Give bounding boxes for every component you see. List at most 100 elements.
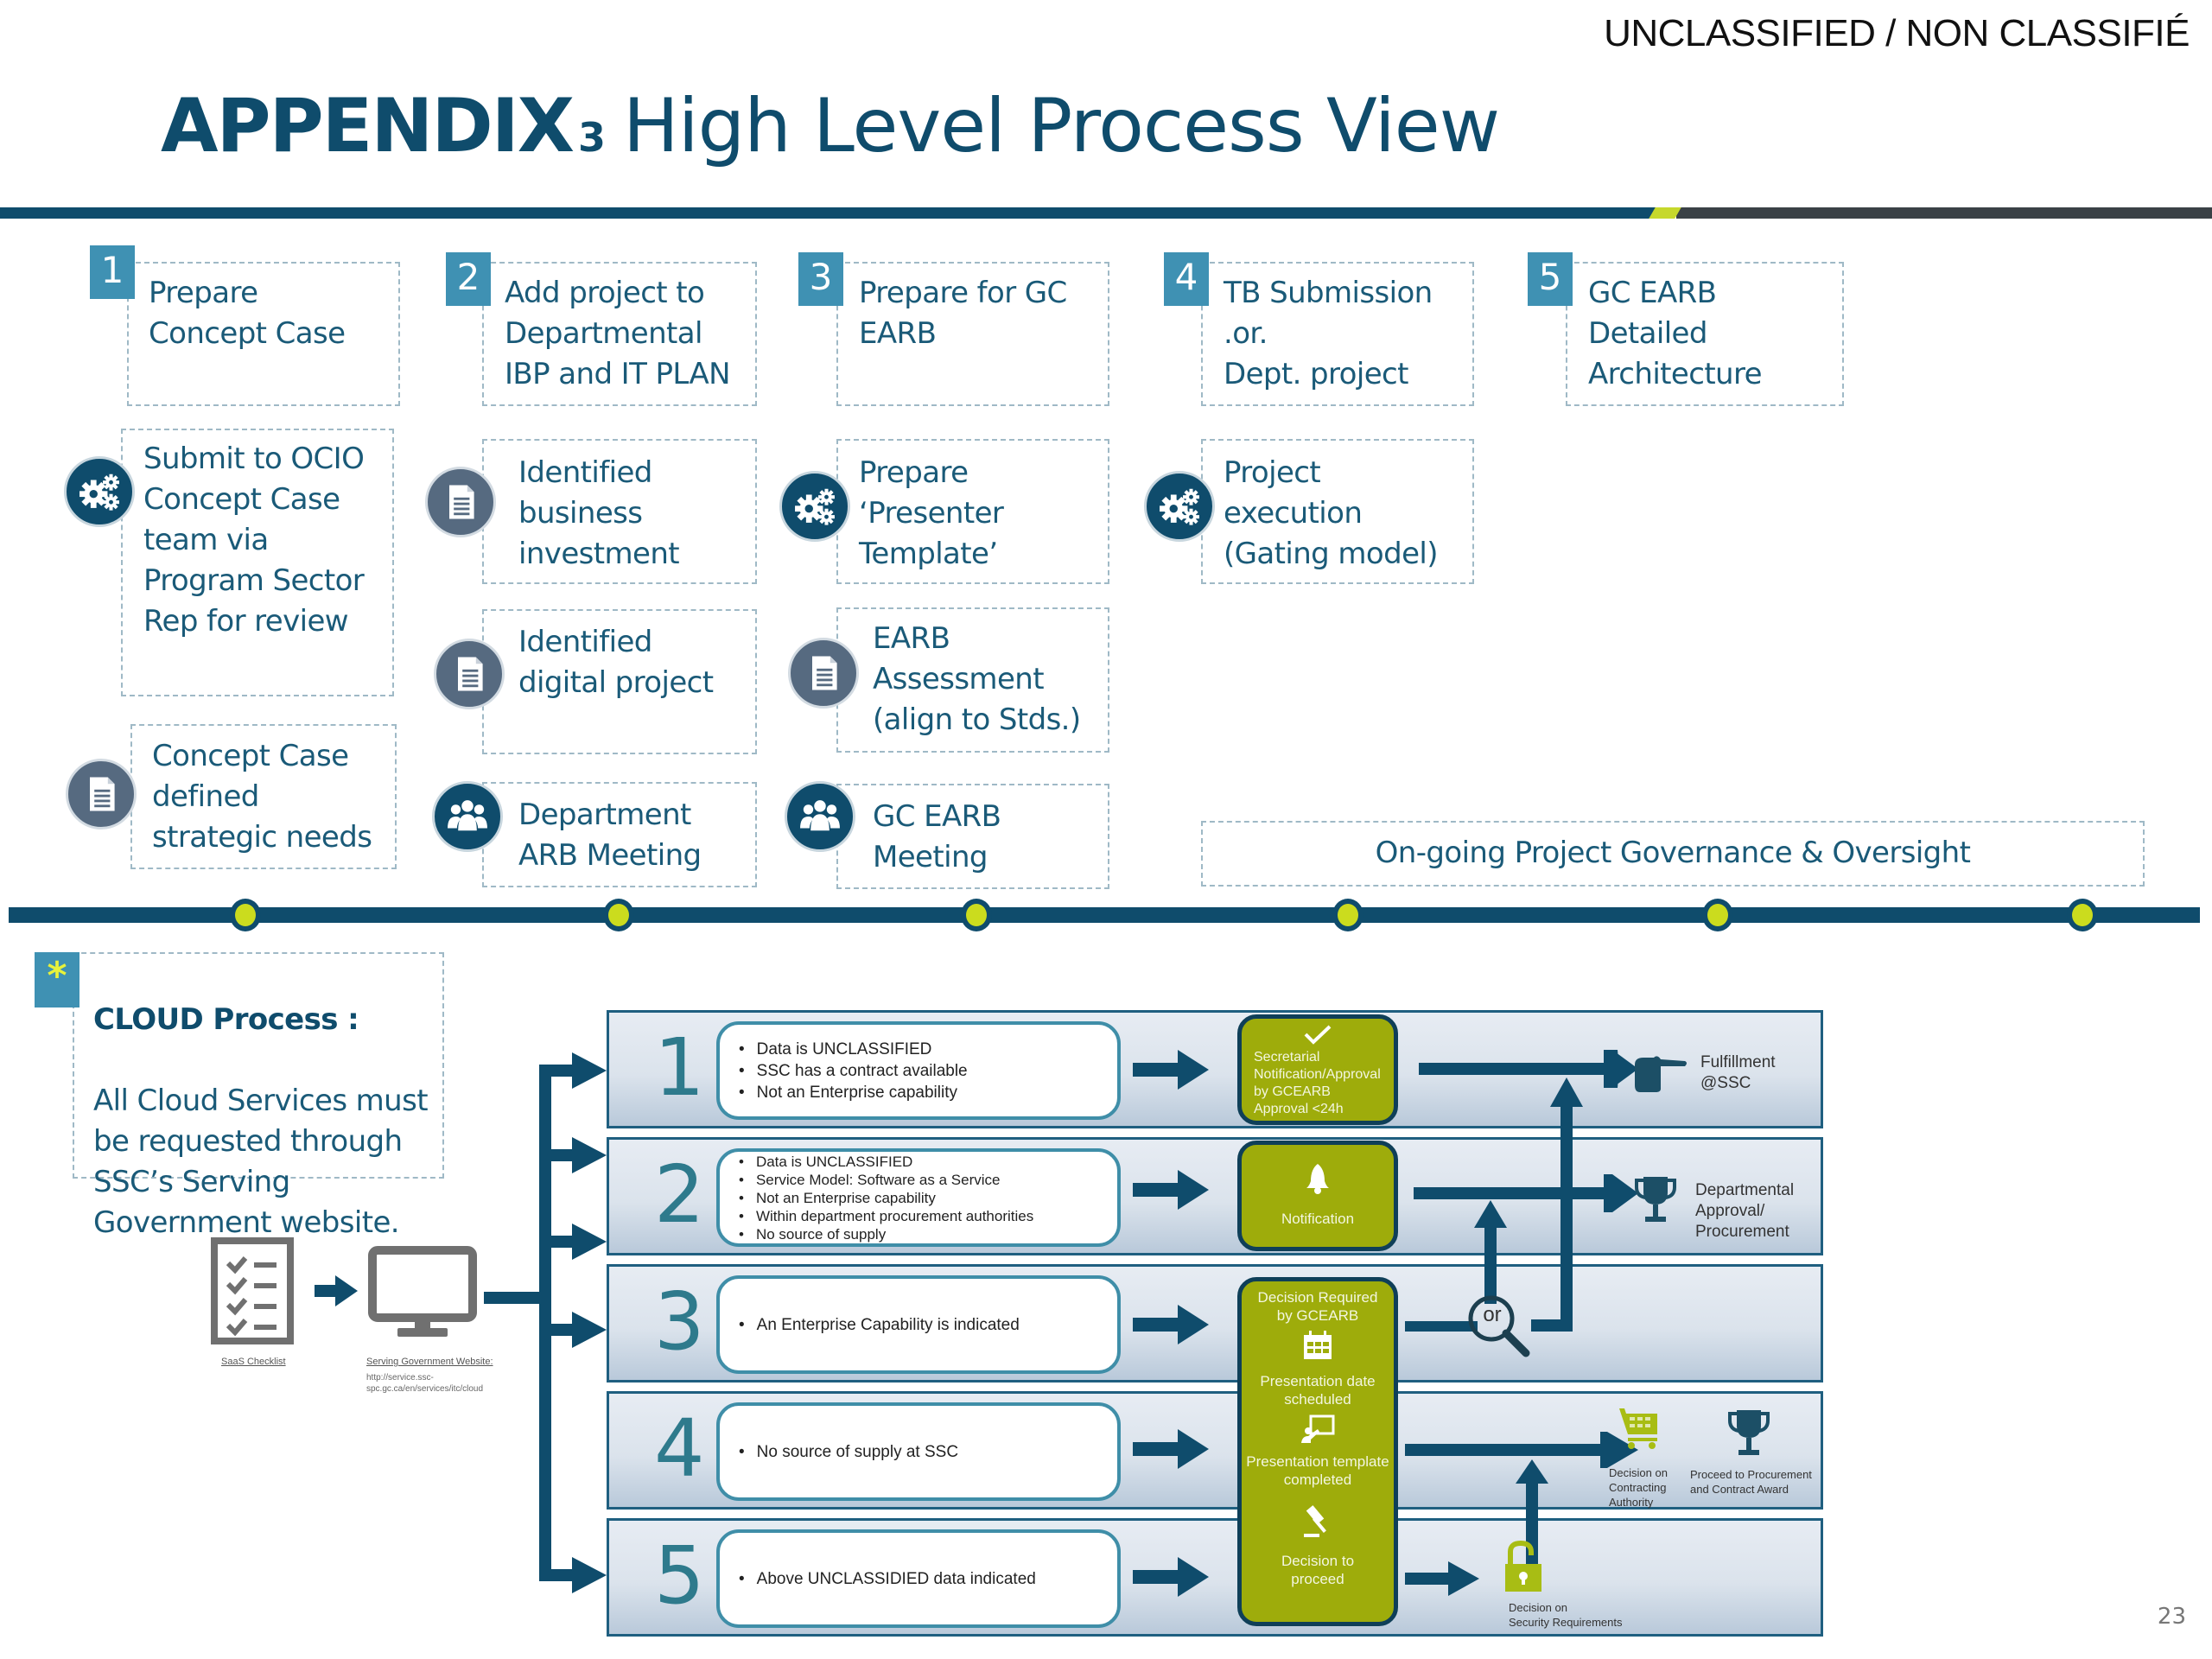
step-4-item-1-text: Project execution (Gating model)	[1224, 455, 1439, 571]
step-5-title: GC EARB Detailed Architecture	[1588, 276, 1763, 391]
criterion: Not an Enterprise capability	[739, 1189, 1117, 1207]
step-2-item-1-text: Identified business investment	[518, 455, 680, 571]
people-icon	[785, 781, 855, 852]
step-3-item-3-text: GC EARB Meeting	[873, 799, 1001, 874]
step-4-title: TB Submission .or. Dept. project	[1224, 276, 1433, 391]
criterion: No source of supply	[739, 1225, 1117, 1243]
bell-icon	[1306, 1164, 1329, 1194]
security-label: Decision on Security Requirements	[1509, 1601, 1623, 1629]
cloud-row-5: 5 Above UNCLASSIDIED data indicated	[607, 1518, 1823, 1637]
approval-text: Secretarial Notification/Approval by GCE…	[1254, 1050, 1381, 1116]
cloud-heading-suffix: :	[337, 1002, 359, 1037]
criterion: SSC has a contract available	[739, 1060, 1117, 1082]
document-icon	[66, 759, 137, 830]
document-icon	[788, 638, 859, 709]
row-criteria: An Enterprise Capability is indicated	[716, 1275, 1121, 1374]
presenter-icon	[1301, 1414, 1335, 1443]
template-completed-text: Presentation template completed	[1246, 1453, 1389, 1488]
criterion: Data is UNCLASSIFIED	[739, 1039, 1117, 1060]
contracting-label: Decision on Contracting Authority	[1609, 1466, 1668, 1509]
governance-text: On-going Project Governance & Oversight	[1375, 836, 1971, 870]
step-2-header-box	[482, 262, 757, 406]
timeline-milestone	[1702, 899, 1733, 931]
or-magnifier-icon	[1468, 1295, 1530, 1357]
step-2-item-1-box	[482, 439, 757, 584]
document-icon	[425, 467, 496, 537]
small-arrow-icon	[315, 1275, 358, 1306]
timeline-milestone	[2067, 899, 2098, 931]
checkmark-icon	[1304, 1025, 1332, 1045]
outcome-connectors	[1405, 1050, 1638, 1596]
row-number: 3	[654, 1275, 705, 1368]
row-number: 5	[654, 1529, 705, 1622]
step-3-title: Prepare for GC EARB	[859, 276, 1067, 351]
step-2-item-3-text: Department ARB Meeting	[518, 798, 702, 873]
criterion: No source of supply at SSC	[739, 1441, 1117, 1463]
row-criteria: Above UNCLASSIDIED data indicated	[716, 1529, 1121, 1628]
step-1-item-2-box	[130, 724, 397, 869]
step-1-item-2-text: Concept Case defined strategic needs	[152, 739, 372, 855]
row-criteria: Data is UNCLASSIFIED Service Model: Soft…	[716, 1148, 1121, 1247]
gears-icon	[779, 471, 850, 542]
presentation-scheduled-text: Presentation date scheduled	[1260, 1373, 1376, 1408]
step-1-item-1-box	[121, 429, 394, 696]
cloud-row-1: 1 Data is UNCLASSIFIED SSC has a contrac…	[607, 1010, 1823, 1128]
cloud-heading: CLOUD Process	[93, 1002, 339, 1037]
step-5-badge: 5	[1528, 252, 1573, 306]
governance-box	[1201, 821, 2145, 887]
website-label[interactable]: Serving Government Website:	[366, 1357, 493, 1367]
timeline-milestone	[961, 899, 992, 931]
trophy-icon	[1635, 1177, 1676, 1222]
step-3-header-box	[836, 262, 1109, 406]
step-3-item-2-text: EARB Assessment (align to Stds.)	[873, 621, 1081, 737]
row-criteria: Data is UNCLASSIFIED SSC has a contract …	[716, 1021, 1121, 1120]
title-number: 3	[578, 114, 607, 161]
step-1-badge: 1	[90, 245, 135, 299]
trophy-icon	[1728, 1410, 1770, 1455]
pointing-hand-icon	[1635, 1056, 1687, 1092]
notification-text: Notification	[1281, 1211, 1355, 1227]
row-number: 2	[654, 1148, 705, 1241]
classification-label: UNCLASSIFIED / NON CLASSIFIÉ	[1604, 12, 2190, 54]
departmental-label: Departmental Approval/ Procurement	[1695, 1181, 1795, 1241]
shopping-cart-icon	[1619, 1408, 1657, 1449]
approval-box: Secretarial Notification/Approval by GCE…	[1237, 1014, 1398, 1125]
document-icon	[434, 639, 505, 709]
step-1-title: Prepare Concept Case	[149, 276, 346, 351]
checklist-label[interactable]: SaaS Checklist	[221, 1357, 286, 1367]
step-3-item-3-box	[836, 784, 1109, 889]
asterisk-badge: *	[35, 952, 79, 1007]
step-3-badge: 3	[798, 252, 843, 306]
timeline-milestone	[1332, 899, 1363, 931]
notification-box: Notification	[1237, 1141, 1398, 1251]
step-4-item-1-box	[1201, 439, 1474, 584]
title-prefix: APPENDIX	[161, 83, 575, 169]
cloud-row-2: 2 Data is UNCLASSIFIED Service Model: So…	[607, 1137, 1823, 1255]
cloud-note: CLOUD Process : All Cloud Services must …	[93, 959, 429, 1284]
step-2-item-2-box	[482, 609, 757, 754]
criterion: An Enterprise Capability is indicated	[739, 1314, 1117, 1336]
decision-box: Decision Required by GCEARB Presentation…	[1237, 1277, 1398, 1626]
criterion: Not an Enterprise capability	[739, 1082, 1117, 1103]
cloud-body: All Cloud Services must be requested thr…	[93, 1084, 429, 1240]
step-2-title: Add project to Departmental IBP and IT P…	[505, 276, 731, 391]
monitor-icon	[368, 1246, 477, 1337]
step-4-header-box	[1201, 262, 1474, 406]
procurement-label: Proceed to Procurement and Contract Awar…	[1690, 1468, 1812, 1496]
timeline-bar	[9, 907, 2200, 923]
criterion: Within department procurement authoritie…	[739, 1207, 1117, 1225]
branch-connector	[484, 1052, 607, 1593]
gears-icon	[64, 456, 135, 527]
step-1-item-1-text: Submit to OCIO Concept Case team via Pro…	[143, 442, 365, 639]
title-text: High Level Process View	[623, 83, 1500, 169]
criterion: Data is UNCLASSIFIED	[739, 1153, 1117, 1171]
or-label: or	[1483, 1303, 1502, 1326]
website-url[interactable]: http://service.ssc- spc.gc.ca/en/service…	[366, 1373, 484, 1394]
step-2-badge: 2	[446, 252, 491, 306]
header-rule-dark	[1676, 207, 2212, 219]
people-icon	[432, 781, 503, 852]
step-1-header-box	[127, 262, 400, 406]
step-4-badge: 4	[1164, 252, 1209, 306]
cloud-note-box	[73, 952, 444, 1179]
